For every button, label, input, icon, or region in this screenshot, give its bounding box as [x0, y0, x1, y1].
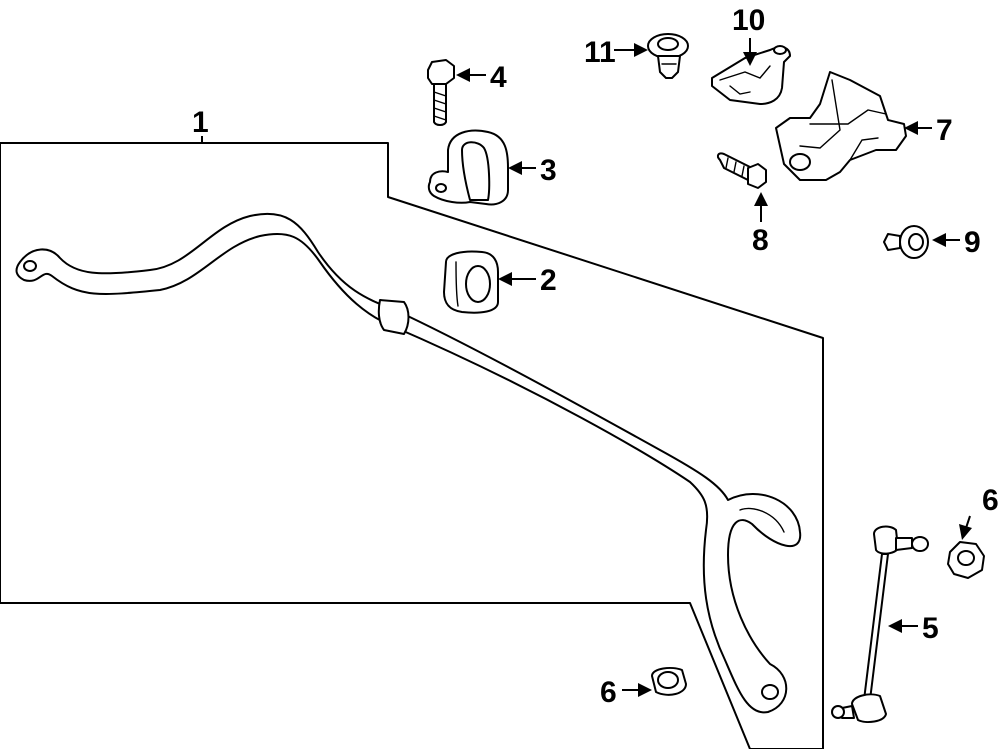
bushing-part-2	[443, 250, 499, 314]
nut-part-6-lower	[651, 667, 687, 696]
bracket-part-7	[775, 71, 907, 181]
callout-6-upper: 6	[982, 484, 999, 517]
bracket-part-3	[427, 129, 509, 206]
bolt-part-4	[427, 59, 455, 126]
clip-part-11	[647, 33, 689, 79]
nut-part-6-upper	[947, 541, 985, 579]
callout-2: 2	[540, 264, 557, 297]
callout-1: 1	[192, 106, 209, 139]
callout-11: 11	[584, 36, 616, 69]
callout-5: 5	[922, 612, 939, 645]
clip-part-9	[883, 225, 929, 259]
callout-9: 9	[964, 226, 981, 259]
leader-arrows	[456, 38, 972, 697]
stabilizer-link-part-5	[831, 525, 929, 723]
stabilizer-bar	[15, 212, 802, 714]
callout-4: 4	[490, 61, 507, 94]
bracket-part-10	[711, 45, 791, 105]
callout-10: 10	[732, 4, 765, 37]
assembly-outline	[0, 142, 824, 749]
callout-7: 7	[936, 114, 953, 147]
callout-8: 8	[752, 224, 769, 257]
bolt-part-8	[716, 152, 767, 189]
callout-3: 3	[540, 154, 557, 187]
callout-6-lower: 6	[600, 676, 617, 709]
